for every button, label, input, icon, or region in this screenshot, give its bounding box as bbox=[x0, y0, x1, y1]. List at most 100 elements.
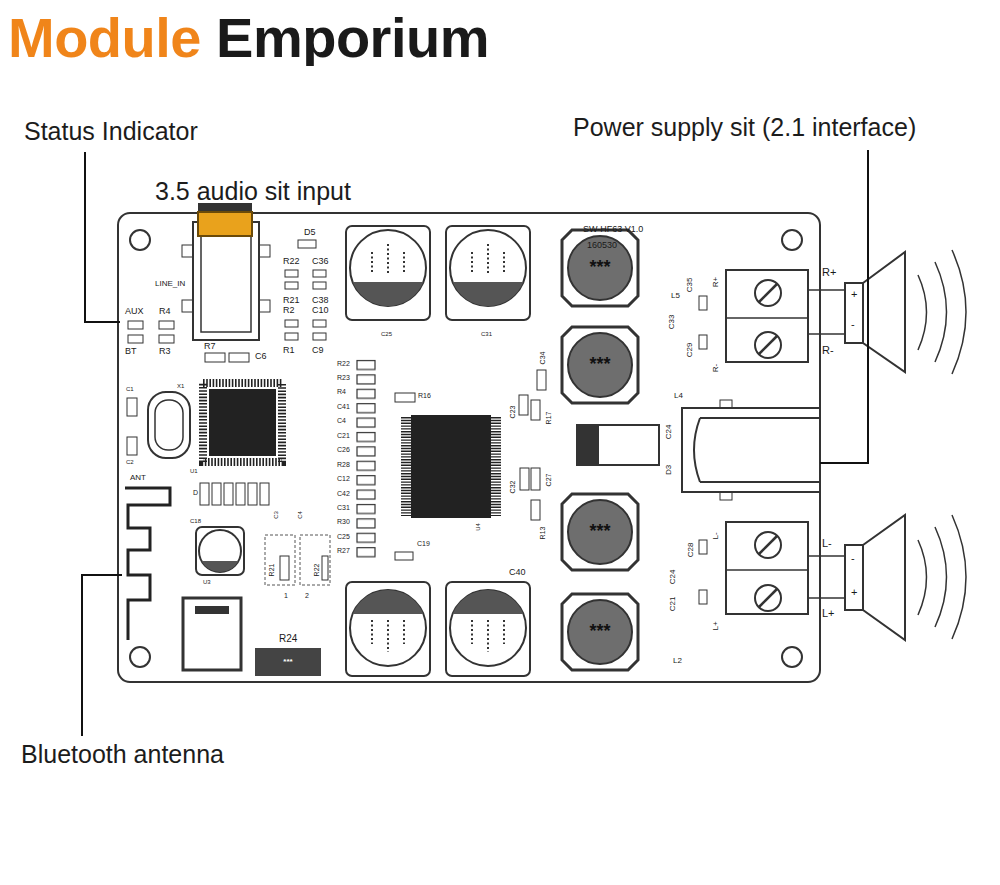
silkscreen-label: C36 bbox=[312, 257, 329, 267]
smd-parts bbox=[248, 483, 257, 505]
terminal-block bbox=[759, 536, 777, 554]
silkscreen-label: C25 bbox=[337, 533, 350, 541]
smd-parts bbox=[531, 400, 540, 420]
pcb-outline bbox=[130, 230, 150, 250]
pcb-outline bbox=[782, 230, 802, 250]
silkscreen-label: R7 bbox=[204, 342, 216, 352]
power-jack bbox=[682, 408, 820, 492]
electrolytic-capacitor bbox=[450, 590, 526, 666]
pcb-outline bbox=[130, 647, 150, 667]
silkscreen-label: 1 bbox=[284, 592, 288, 600]
power-jack bbox=[720, 492, 732, 500]
audio-jack bbox=[259, 300, 270, 312]
inductor bbox=[568, 236, 632, 300]
smd-parts bbox=[537, 370, 546, 390]
silkscreen-label: LINE_IN bbox=[155, 280, 185, 289]
speaker bbox=[863, 252, 905, 372]
silkscreen-label: C32 bbox=[509, 481, 517, 494]
mcu-chip bbox=[209, 389, 276, 456]
part-marking: *** bbox=[283, 658, 292, 667]
terminal-block bbox=[759, 284, 777, 302]
smd-parts bbox=[260, 483, 269, 505]
terminal-block bbox=[755, 532, 781, 558]
silkscreen-label: R22 bbox=[313, 564, 321, 577]
silkscreen-label: L5 bbox=[671, 292, 680, 301]
silkscreen-label: D3 bbox=[665, 465, 674, 475]
regulator-parts bbox=[280, 556, 289, 580]
electrolytic-capacitor bbox=[453, 282, 524, 306]
silkscreen-label: C25 bbox=[381, 331, 392, 338]
smd-parts bbox=[212, 483, 221, 505]
silkscreen-label: C19 bbox=[417, 540, 430, 548]
part-marking: *** bbox=[589, 258, 610, 278]
silkscreen-label: C31 bbox=[481, 331, 492, 338]
inductor bbox=[562, 230, 638, 306]
silkscreen-label: R21 bbox=[283, 296, 300, 306]
antenna-trace bbox=[125, 488, 170, 640]
smd-parts bbox=[395, 393, 415, 402]
speaker bbox=[845, 545, 863, 610]
smd-parts bbox=[531, 500, 540, 520]
silkscreen-label: C40 bbox=[509, 568, 526, 578]
silkscreen-label: C27 bbox=[545, 474, 553, 487]
inductor bbox=[568, 333, 632, 397]
silkscreen-label: + bbox=[851, 586, 857, 598]
silkscreen-label: L- bbox=[712, 532, 721, 539]
inductor bbox=[562, 327, 638, 403]
audio-jack bbox=[201, 232, 251, 332]
silkscreen-label: C2 bbox=[126, 459, 134, 466]
silkscreen-label: R2 bbox=[283, 306, 295, 316]
silkscreen-label: L+ bbox=[822, 607, 835, 619]
regulator-parts bbox=[199, 530, 241, 572]
smd-parts bbox=[200, 483, 209, 505]
power-jack bbox=[694, 418, 820, 482]
audio-jack bbox=[182, 245, 193, 257]
electrolytic-capacitor bbox=[403, 620, 405, 644]
speaker bbox=[808, 333, 845, 335]
speaker bbox=[863, 515, 905, 640]
smd-parts bbox=[699, 590, 707, 604]
silkscreen-label: BT bbox=[125, 347, 137, 357]
silkscreen-label: R27 bbox=[337, 547, 350, 555]
speaker bbox=[918, 250, 966, 374]
silkscreen-label: R4 bbox=[337, 388, 346, 396]
silkscreen-label: C28 bbox=[687, 543, 696, 558]
electrolytic-capacitor bbox=[471, 252, 473, 274]
electrolytic-capacitor bbox=[487, 244, 489, 274]
terminal-block bbox=[726, 270, 808, 614]
smd-parts bbox=[395, 552, 413, 560]
callout-label: Status Indicator bbox=[24, 118, 198, 146]
amplifier-chip bbox=[406, 415, 496, 518]
pcb-outline bbox=[118, 213, 820, 682]
speaker bbox=[808, 597, 845, 599]
silkscreen-label: + bbox=[851, 288, 857, 300]
electrolytic-capacitor bbox=[387, 620, 389, 652]
silkscreen-label: C6 bbox=[255, 352, 267, 362]
terminal-block bbox=[759, 589, 777, 607]
speaker bbox=[845, 283, 863, 343]
electrolytic-capacitor bbox=[487, 620, 489, 652]
callout-label: Bluetooth antenna bbox=[21, 741, 224, 769]
smd-parts bbox=[313, 320, 326, 327]
silkscreen-label: L+ bbox=[712, 621, 721, 630]
silkscreen-label: C35 bbox=[686, 278, 695, 293]
electrolytic-capacitor bbox=[350, 230, 426, 306]
silkscreen-label: U3 bbox=[203, 579, 211, 586]
amplifier-chip bbox=[491, 417, 501, 516]
brand-title: Module Emporium bbox=[8, 10, 489, 66]
part-marking: *** bbox=[589, 522, 610, 542]
silkscreen-label: L2 bbox=[673, 657, 682, 666]
regulator-parts bbox=[255, 648, 321, 676]
smd-parts bbox=[285, 320, 298, 327]
electrolytic-capacitor bbox=[346, 582, 430, 676]
smd-parts bbox=[699, 540, 707, 554]
electrolytic-capacitor bbox=[403, 252, 405, 274]
terminal-block bbox=[755, 280, 781, 306]
regulator-parts bbox=[300, 535, 330, 585]
smd-parts bbox=[313, 333, 326, 340]
regulator-parts bbox=[196, 527, 244, 575]
smd-parts bbox=[229, 353, 249, 362]
silkscreen-label: C1 bbox=[126, 386, 134, 393]
crystal bbox=[155, 400, 183, 450]
